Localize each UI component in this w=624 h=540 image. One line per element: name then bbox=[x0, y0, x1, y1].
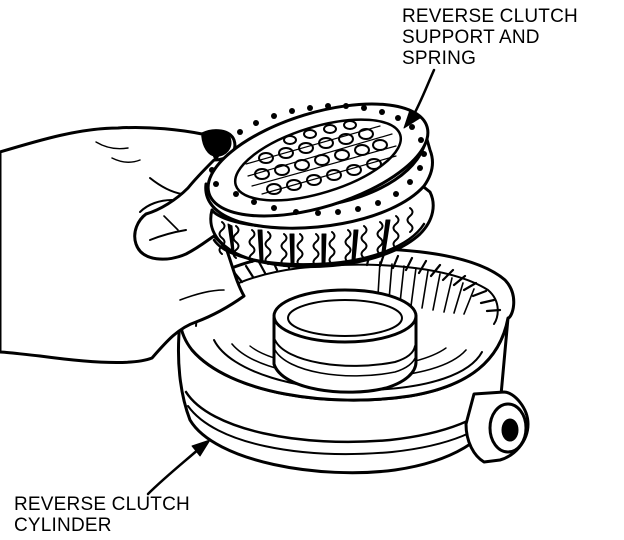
boss-bore bbox=[501, 418, 519, 442]
label-line: REVERSE CLUTCH bbox=[402, 6, 578, 27]
spring-shading bbox=[227, 219, 391, 264]
hub-groove bbox=[274, 349, 417, 377]
fingernail bbox=[201, 129, 232, 157]
reverse-clutch-cylinder bbox=[176, 247, 530, 475]
knuckle-shading bbox=[95, 141, 141, 163]
support-bolt-holes bbox=[209, 103, 427, 216]
hub-top-outer bbox=[272, 288, 418, 344]
label-line: SUPPORT AND bbox=[402, 27, 540, 48]
label-line: CYLINDER bbox=[14, 515, 112, 536]
leader-arrows bbox=[146, 68, 436, 496]
label-reverse-clutch-support-and-spring: REVERSE CLUTCH SUPPORT AND SPRING bbox=[402, 6, 578, 69]
cylinder-leader-arrowhead bbox=[191, 439, 211, 457]
thumb-line bbox=[149, 229, 187, 241]
cylinder-side-boss bbox=[464, 390, 530, 464]
label-line: REVERSE CLUTCH bbox=[14, 494, 190, 515]
support-leader-arrowhead bbox=[403, 109, 421, 129]
hand-outline bbox=[0, 125, 246, 364]
cylinder-center-hub bbox=[272, 288, 418, 394]
finger-crease bbox=[163, 215, 179, 231]
support-leader-line bbox=[410, 68, 436, 120]
finger-crease bbox=[139, 199, 173, 213]
support-center-shading bbox=[245, 125, 397, 195]
palm-line bbox=[179, 289, 225, 301]
hand bbox=[0, 125, 246, 364]
label-line: SPRING bbox=[402, 48, 477, 69]
finger-crease bbox=[149, 177, 183, 195]
hub-top-inner bbox=[287, 299, 403, 337]
support-plate-inner-ring bbox=[233, 118, 403, 202]
cylinder-leader-line bbox=[146, 446, 202, 496]
reverse-clutch-support bbox=[204, 102, 434, 230]
coil-springs bbox=[218, 207, 414, 267]
hub-groove bbox=[274, 339, 416, 367]
label-reverse-clutch-cylinder: REVERSE CLUTCH CYLINDER bbox=[14, 494, 190, 536]
